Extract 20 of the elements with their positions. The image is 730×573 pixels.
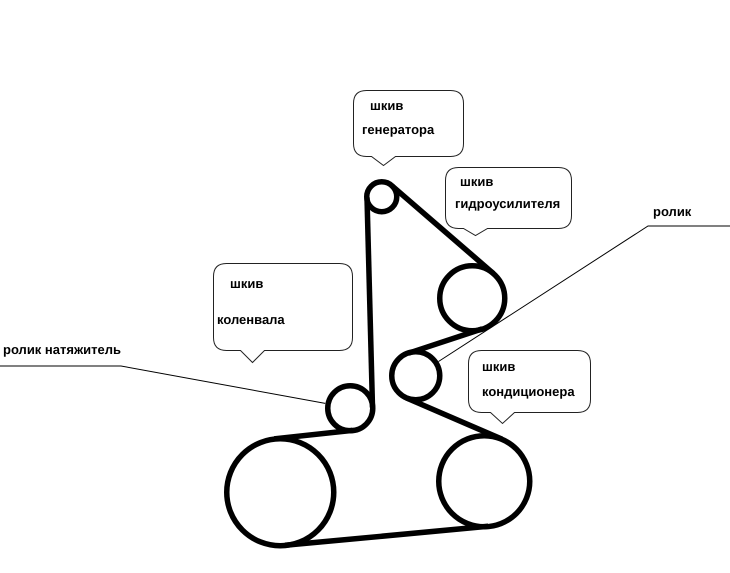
pulley	[436, 262, 508, 334]
leader-line	[0, 366, 326, 404]
pulley	[436, 432, 532, 530]
leader-label: ролик натяжитель	[3, 342, 122, 358]
speech-bubble	[445, 167, 572, 236]
pulley	[224, 436, 336, 548]
pulley	[324, 382, 376, 434]
speech-bubble	[213, 263, 353, 363]
speech-bubble	[353, 90, 464, 166]
callout-text: шкив генератора	[362, 97, 434, 139]
pulley	[364, 179, 400, 215]
callout-text: шкив кондиционера	[482, 358, 575, 401]
belt	[274, 428, 353, 442]
leader-label: ролик	[653, 204, 692, 220]
leader-line	[438, 226, 730, 362]
callout-text: шкив коленвала	[217, 275, 285, 329]
pulley	[389, 349, 443, 403]
belt	[408, 326, 484, 356]
callout-text: шкив гидроусилителя	[455, 173, 560, 213]
speech-bubble	[468, 350, 591, 424]
